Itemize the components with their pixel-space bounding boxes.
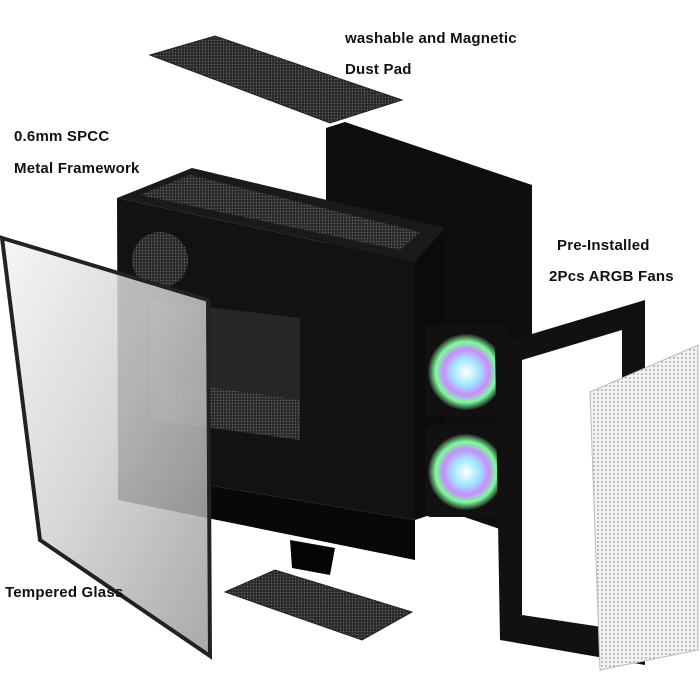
top-dust-pad — [148, 35, 404, 124]
dust-pad-label-line1: washable and Magnetic — [345, 30, 517, 47]
glass-label: Tempered Glass — [5, 584, 124, 601]
front-mesh-panel — [589, 344, 699, 671]
fans-label-line2: 2Pcs ARGB Fans — [549, 268, 674, 285]
bottom-dust-pad — [223, 569, 414, 641]
framework-label-line2: Metal Framework — [14, 160, 140, 177]
dust-pad-label-line2: Dust Pad — [345, 61, 412, 78]
framework-label-line1: 0.6mm SPCC — [14, 128, 110, 145]
fans-label-line1: Pre-Installed — [557, 237, 650, 254]
fan-top — [428, 334, 504, 410]
fan-bottom — [428, 434, 504, 510]
tempered-glass-panel — [0, 235, 213, 660]
argb-fans — [425, 325, 507, 517]
